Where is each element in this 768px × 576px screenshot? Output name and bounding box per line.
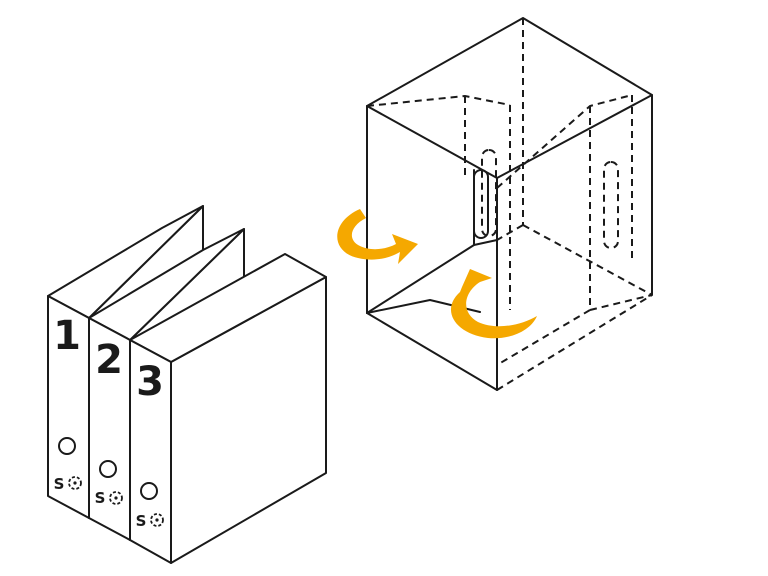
arrow-lower [450,269,537,339]
binder-1-logo-dot-icon [73,481,77,485]
binder-2-logo-dot-icon [114,496,118,500]
binder-2-finger-hole [99,460,117,478]
binder-2-number: 2 [95,337,123,383]
arrow-upper [337,209,418,264]
binder-3-logo: S [136,512,164,530]
binder-3-number: 3 [136,359,164,405]
binder-1-logo-s: S [54,475,65,493]
binder-1-logo: S [54,475,82,493]
binder-1-number: 1 [53,313,81,359]
binder-2-logo-mark-icon [109,491,123,505]
binder-3-logo-mark-icon [150,513,164,527]
binder-2-logo-s: S [95,489,106,507]
binder-3: 3 S [129,253,327,564]
binder-stack: 1 S 2 S 3 [47,205,327,564]
binder-1-logo-mark-icon [68,476,82,490]
box-handle-left-icon [481,149,497,237]
binder-3-logo-s: S [136,512,147,530]
box-handle-right-icon [603,161,619,249]
curved-arrow-icon [337,209,537,339]
binder-1-finger-hole [58,437,76,455]
binder-3-finger-hole [140,482,158,500]
binder-2-logo: S [95,489,123,507]
binder-3-spine [129,339,172,564]
binder-3-logo-dot-icon [155,518,159,522]
